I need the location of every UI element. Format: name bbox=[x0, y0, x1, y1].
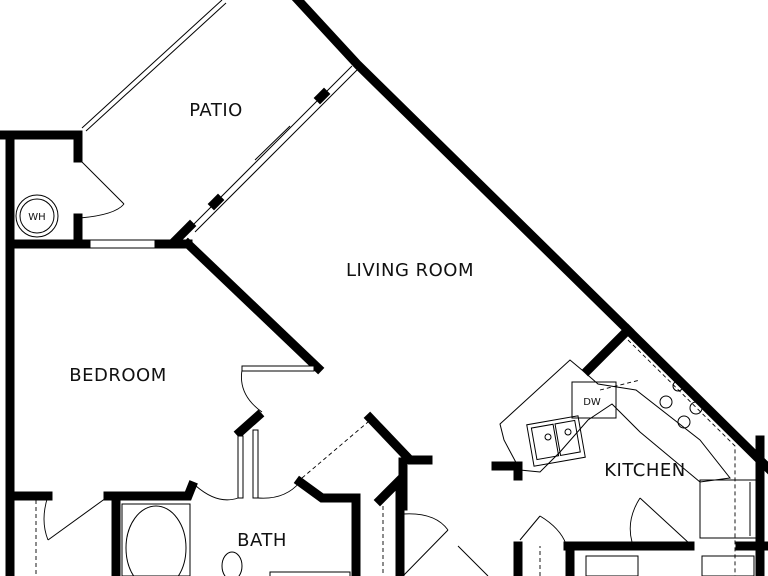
windows bbox=[81, 0, 358, 576]
bath-door-left bbox=[237, 435, 244, 499]
patio-railing-inner bbox=[85, 2, 227, 132]
closet-door bbox=[79, 159, 125, 205]
range-burner-2 bbox=[689, 401, 703, 415]
washer bbox=[585, 555, 639, 576]
bedroom-door-swing bbox=[240, 369, 263, 413]
kitchen-sink bbox=[526, 415, 586, 467]
dashed-outlines bbox=[301, 339, 736, 576]
bathtub-frame bbox=[121, 503, 191, 576]
water-heater-label: WH bbox=[28, 212, 45, 223]
kitchen-upper-cabinets bbox=[627, 339, 736, 576]
sink-basin-left bbox=[530, 423, 560, 461]
closet-top-wall bbox=[0, 130, 83, 163]
range-burner-4 bbox=[677, 415, 691, 429]
bedroom-label: BEDROOM bbox=[69, 365, 166, 386]
patio-label: PATIO bbox=[189, 100, 243, 121]
kitchen-counter bbox=[499, 359, 731, 483]
dryer bbox=[701, 555, 755, 576]
sink-drain-right bbox=[564, 428, 572, 436]
bedroom-bottom-wall-2 bbox=[103, 480, 198, 501]
bath-door-swing-right bbox=[257, 481, 301, 499]
bathtub bbox=[125, 505, 187, 576]
kitchen-label: KITCHEN bbox=[604, 460, 686, 481]
living-room-label: LIVING ROOM bbox=[346, 260, 474, 281]
range-burner-3 bbox=[659, 395, 673, 409]
sliding-door-post bbox=[207, 193, 225, 211]
bath-sink bbox=[221, 551, 243, 576]
sliding-door-panel bbox=[254, 125, 291, 161]
kitchen-fixtures bbox=[499, 359, 757, 576]
hall-closet-wall bbox=[363, 411, 433, 465]
doors bbox=[35, 159, 691, 576]
bath-window bbox=[269, 571, 351, 576]
closet-window bbox=[89, 239, 156, 249]
sliding-door-post-2 bbox=[313, 87, 331, 105]
patio-railing bbox=[81, 0, 223, 129]
bedroom-diagonal-wall bbox=[181, 237, 325, 375]
kitchen-door-left-swing bbox=[539, 515, 567, 545]
kitchen-short-wall bbox=[491, 461, 523, 481]
hall-door-2 bbox=[457, 545, 489, 576]
sliding-door-track-2 bbox=[194, 69, 358, 233]
patio-door-post bbox=[169, 219, 197, 247]
bath-closet-shelf bbox=[301, 421, 369, 479]
kitchen-corner-wall bbox=[581, 323, 635, 377]
sink-drain-left bbox=[544, 433, 552, 441]
room-labels: PATIO LIVING ROOM BEDROOM KITCHEN BATH bbox=[69, 100, 685, 551]
bedroom-closet-door-swing bbox=[43, 495, 49, 541]
range-burner-1 bbox=[672, 380, 684, 392]
bedroom-door-leaf bbox=[241, 365, 315, 372]
kitchen-door bbox=[639, 497, 691, 545]
bath-door-right bbox=[252, 429, 259, 499]
water-heater-outer bbox=[15, 194, 59, 238]
dishwasher bbox=[571, 381, 617, 419]
kitchen-door-swing bbox=[629, 497, 641, 543]
bath-label: BATH bbox=[237, 530, 287, 551]
bedroom-closet-door bbox=[47, 497, 107, 541]
bath-door-swing-left bbox=[195, 485, 239, 501]
bath-closet-wall-2 bbox=[293, 475, 361, 576]
closet-door-swing bbox=[79, 203, 125, 219]
bath-fixtures bbox=[121, 503, 243, 576]
sink-basin-right bbox=[554, 419, 581, 457]
kitchen-door-left bbox=[519, 515, 541, 541]
hall-door-swing bbox=[402, 513, 449, 531]
water-heater: WH bbox=[15, 194, 59, 238]
exterior-wall-diagonal bbox=[291, 0, 768, 475]
dishwasher-label: DW bbox=[583, 397, 601, 408]
bath-closet-wall bbox=[233, 409, 265, 439]
refrigerator bbox=[699, 479, 757, 539]
hall-door bbox=[402, 529, 449, 576]
water-heater-inner bbox=[19, 198, 55, 234]
